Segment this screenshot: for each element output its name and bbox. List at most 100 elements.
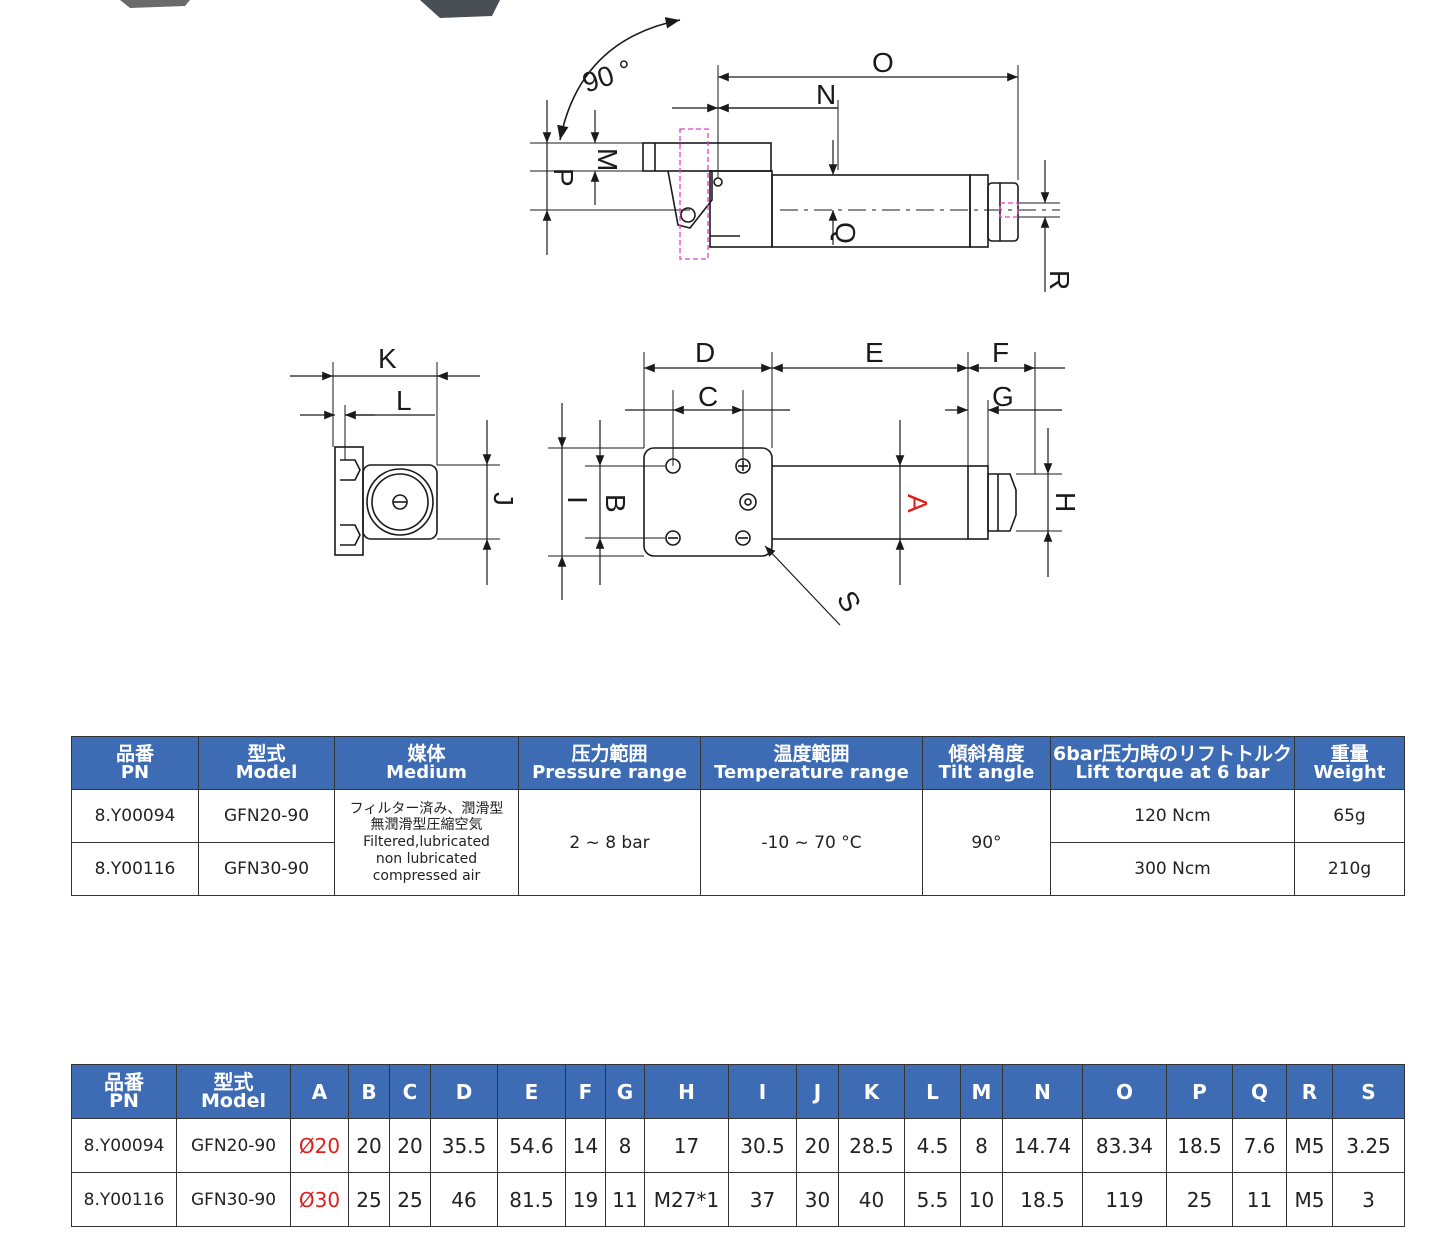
cell-dim-c: 20 (389, 1118, 431, 1173)
cell-model: GFN20-90 (198, 789, 335, 843)
label-E: E (865, 337, 884, 368)
table-row: 8.Y00094 GFN20-90 Ø20 20 20 35.5 54.6 14… (71, 1118, 1405, 1173)
cell-dim-c: 25 (389, 1172, 431, 1227)
cell-dim-f: 14 (565, 1118, 606, 1173)
label-A: A (902, 494, 933, 513)
header-dim-j: J (796, 1064, 839, 1119)
end-view (290, 362, 500, 585)
cell-dim-d: 46 (430, 1172, 498, 1227)
label-O: O (872, 47, 894, 78)
cell-dim-s: 3.25 (1332, 1118, 1405, 1173)
cell-dim-g: 11 (605, 1172, 645, 1227)
header-dim-g: G (605, 1064, 645, 1119)
cell-pn: 8.Y00094 (71, 1118, 177, 1173)
cell-dim-m: 10 (960, 1172, 1003, 1227)
top-view (548, 352, 1065, 626)
cell-model: GFN30-90 (176, 1172, 291, 1227)
cell-pressure: 2 ~ 8 bar (518, 789, 701, 896)
hidden-lines (679, 128, 1019, 260)
cell-torque: 300 Ncm (1050, 842, 1295, 896)
technical-drawing: 90 ° O N M P Q R K L J D E F C G I B A H… (120, 0, 1081, 626)
cell-weight: 65g (1294, 789, 1405, 843)
label-J: J (488, 492, 519, 506)
header-dim-e: E (497, 1064, 566, 1119)
header-dim-b: B (348, 1064, 390, 1119)
table-row: 8.Y00116 GFN30-90 300 Ncm 210g (71, 842, 1405, 896)
label-N: N (816, 79, 836, 110)
header-dim-c: C (389, 1064, 431, 1119)
cell-dim-o: 119 (1082, 1172, 1167, 1227)
cell-temperature: -10 ~ 70 °C (700, 789, 923, 896)
cell-pn: 8.Y00116 (71, 1172, 177, 1227)
cell-pn: 8.Y00094 (71, 789, 199, 843)
cell-dim-h: 17 (644, 1118, 729, 1173)
label-angle: 90 ° (579, 54, 636, 99)
header-dim-q: Q (1232, 1064, 1287, 1119)
cell-dim-q: 11 (1232, 1172, 1287, 1227)
cell-dim-a: Ø30 (290, 1172, 349, 1227)
label-Q: Q (830, 222, 861, 244)
cell-dim-o: 83.34 (1082, 1118, 1167, 1173)
cell-model: GFN30-90 (198, 842, 335, 896)
header-dim-k: K (838, 1064, 905, 1119)
cell-dim-f: 19 (565, 1172, 606, 1227)
cell-model: GFN20-90 (176, 1118, 291, 1173)
label-M: M (592, 148, 623, 171)
header-dim-f: F (565, 1064, 606, 1119)
cell-torque: 120 Ncm (1050, 789, 1295, 843)
label-C: C (698, 381, 718, 412)
header-dim-h: H (644, 1064, 729, 1119)
cell-medium: フィルター済み、潤滑型 無潤滑型圧縮空気 Filtered,lubricated… (334, 789, 519, 896)
label-D: D (695, 337, 715, 368)
label-L: L (396, 385, 412, 416)
cell-dim-l: 4.5 (904, 1118, 961, 1173)
label-F: F (992, 337, 1009, 368)
cell-dim-k: 40 (838, 1172, 905, 1227)
cell-dim-a: Ø20 (290, 1118, 349, 1173)
cell-dim-l: 5.5 (904, 1172, 961, 1227)
cell-dim-j: 30 (796, 1172, 839, 1227)
header-dim-a: A (290, 1064, 349, 1119)
cell-dim-p: 25 (1166, 1172, 1233, 1227)
header-dim-r: R (1286, 1064, 1333, 1119)
header-dim-n: N (1002, 1064, 1083, 1119)
table-row: 8.Y00094 GFN20-90 フィルター済み、潤滑型 無潤滑型圧縮空気 F… (71, 789, 1405, 896)
label-K: K (378, 343, 397, 374)
label-S: S (831, 586, 867, 618)
table-row: 8.Y00116 GFN30-90 Ø30 25 25 46 81.5 19 1… (71, 1172, 1405, 1227)
label-I: I (562, 496, 593, 504)
header-dim-p: P (1166, 1064, 1233, 1119)
cell-dim-e: 54.6 (497, 1118, 566, 1173)
cell-dim-j: 20 (796, 1118, 839, 1173)
header-dim-s: S (1332, 1064, 1405, 1119)
label-R: R (1044, 270, 1075, 290)
cell-dim-b: 20 (348, 1118, 390, 1173)
cell-dim-m: 8 (960, 1118, 1003, 1173)
header-dim-i: I (728, 1064, 797, 1119)
label-P: P (548, 168, 579, 187)
cell-dim-h: M27*1 (644, 1172, 729, 1227)
header-dim-d: D (430, 1064, 498, 1119)
header-dim-l: L (904, 1064, 961, 1119)
label-H: H (1050, 492, 1081, 512)
cell-dim-i: 30.5 (728, 1118, 797, 1173)
cell-dim-s: 3 (1332, 1172, 1405, 1227)
cell-dim-r: M5 (1286, 1118, 1333, 1173)
cell-pn: 8.Y00116 (71, 842, 199, 896)
header-dim-o: O (1082, 1064, 1167, 1119)
label-B: B (600, 494, 631, 513)
cell-dim-q: 7.6 (1232, 1118, 1287, 1173)
cell-dim-n: 14.74 (1002, 1118, 1083, 1173)
cell-weight: 210g (1294, 842, 1405, 896)
side-view (530, 17, 1060, 292)
